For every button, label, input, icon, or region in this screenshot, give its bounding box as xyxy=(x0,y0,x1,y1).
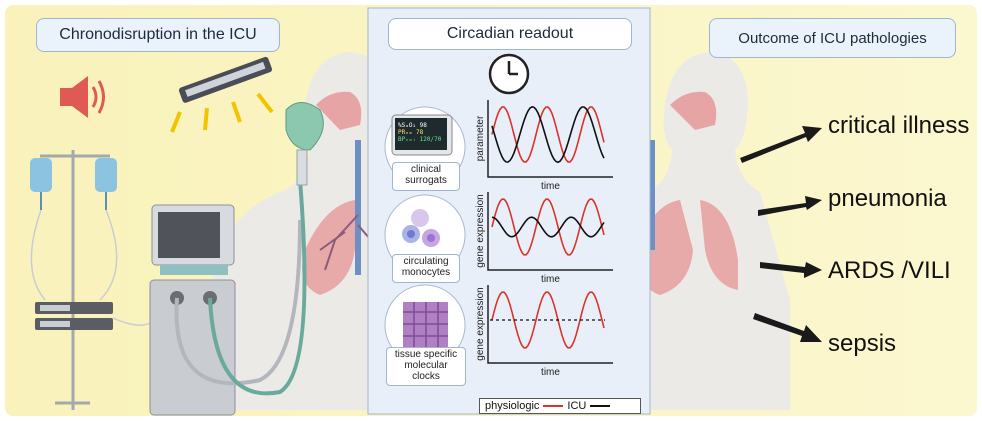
ventilator-icon xyxy=(149,179,307,416)
header-outcome: Outcome of ICU pathologies xyxy=(709,18,956,58)
legend-physiologic-swatch xyxy=(543,405,564,407)
series-icu xyxy=(491,216,605,238)
monitor-bp: BPₙₘₗ 120/70 xyxy=(398,136,442,143)
oxygen-mask-icon xyxy=(285,102,324,186)
arrow-critical-illness xyxy=(740,126,822,163)
patient-monitor-icon xyxy=(391,114,453,156)
caption-circulating-monocytes: circulating monocytes xyxy=(392,254,460,283)
monitor-spo2: %SₐO₂ 98 xyxy=(398,122,427,129)
legend-icu-swatch xyxy=(590,405,611,407)
y-axis-label: gene expression xyxy=(475,287,486,360)
outcome-sepsis: sepsis xyxy=(828,330,897,357)
arrow-ards-vili xyxy=(760,262,822,278)
legend-icu-label: ICU xyxy=(567,400,587,412)
outcome-arrows xyxy=(740,126,822,342)
series-physiologic xyxy=(491,291,605,349)
monocytes-icon xyxy=(402,209,440,247)
caption-clinical-surrogats: clinical surrogats xyxy=(392,162,460,191)
arrow-pneumonia xyxy=(758,196,822,216)
series-physiologic xyxy=(491,106,605,163)
series-icu xyxy=(491,105,605,164)
outcome-ards-vili: ARDS /VILI xyxy=(828,257,951,284)
y-axis-label: parameter xyxy=(475,115,486,161)
legend: physiologic ICU xyxy=(479,398,641,414)
chart-axes xyxy=(487,192,613,271)
tissue-icon xyxy=(403,302,448,347)
clock-icon xyxy=(488,53,530,95)
chart-axes xyxy=(487,100,613,178)
arrow-sepsis xyxy=(753,313,822,342)
readout-chart-2: time gene expression xyxy=(475,192,613,285)
iv-drip-bags-icon xyxy=(30,150,118,410)
header-circadian-readout: Circadian readout xyxy=(388,18,632,50)
legend-physiologic-label: physiologic xyxy=(485,400,540,412)
x-axis-label: time xyxy=(541,367,560,378)
caption-tissue-clocks: tissue specific molecular clocks xyxy=(386,347,466,386)
light-lamp-icon xyxy=(170,56,274,133)
header-chronodisruption: Chronodisruption in the ICU xyxy=(36,18,280,52)
chart-axes xyxy=(487,285,613,364)
infusion-pumps-icon xyxy=(35,302,153,330)
monitor-readout: %SₐO₂ 98 PRₑₘ 78 BPₙₘₗ 120/70 xyxy=(398,122,446,143)
monitor-pr: PRₑₘ 78 xyxy=(398,129,424,136)
outcome-pneumonia: pneumonia xyxy=(828,185,947,212)
x-axis-label: time xyxy=(541,274,560,285)
readout-chart-1: time parameter xyxy=(475,100,613,192)
speaker-icon xyxy=(60,76,105,118)
x-axis-label: time xyxy=(541,181,560,192)
readout-chart-3: time gene expression xyxy=(475,285,613,378)
y-axis-label: gene expression xyxy=(475,194,486,267)
outcome-critical-illness: critical illness xyxy=(828,112,970,139)
series-physiologic xyxy=(491,198,605,256)
